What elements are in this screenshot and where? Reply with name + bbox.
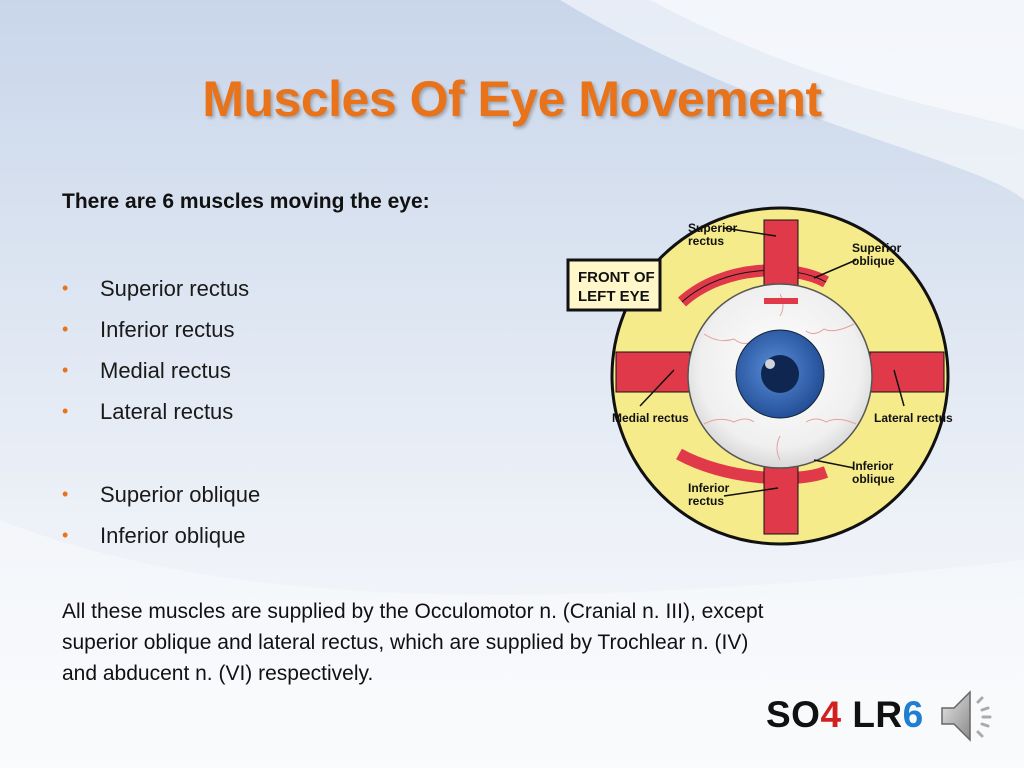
- label-inferior-oblique: Inferior: [852, 459, 894, 473]
- blood-vessels: [703, 293, 857, 461]
- bullet-icon: •: [62, 484, 69, 504]
- intro-text: There are 6 muscles moving the eye:: [62, 190, 430, 213]
- bullet-icon: •: [62, 278, 69, 298]
- bullet-icon: •: [62, 401, 69, 421]
- lateral-rectus-muscle: [869, 351, 945, 393]
- bullet-icon: •: [62, 319, 69, 339]
- list-item: •Inferior rectus: [62, 316, 235, 342]
- bullet-icon: •: [62, 525, 69, 545]
- label-superior-rectus: Superior: [688, 221, 738, 235]
- svg-text:FRONT OF: FRONT OF: [578, 269, 655, 286]
- eye-muscle-diagram: Superior rectus Superior oblique Medial …: [566, 206, 953, 546]
- label-medial-rectus: Medial rectus: [612, 411, 689, 425]
- medial-rectus-muscle: [615, 351, 691, 393]
- svg-text:rectus: rectus: [688, 494, 724, 508]
- bullet-icon: •: [62, 360, 69, 380]
- front-of-left-eye-badge: [566, 258, 662, 312]
- label-superior-oblique: Superior: [852, 241, 902, 255]
- list-item: •Medial rectus: [62, 357, 231, 383]
- svg-text:rectus: rectus: [688, 234, 724, 248]
- list-item: •Superior rectus: [62, 275, 250, 301]
- svg-text:oblique: oblique: [852, 472, 895, 486]
- speaker-icon[interactable]: [938, 684, 1000, 748]
- svg-text:LEFT EYE: LEFT EYE: [578, 288, 650, 305]
- list-item: •Lateral rectus: [62, 398, 234, 424]
- label-inferior-rectus: Inferior: [688, 481, 730, 495]
- nerve-supply-note: All these muscles are supplied by the Oc…: [62, 600, 764, 685]
- list-item: •Superior oblique: [62, 481, 261, 507]
- inferior-oblique-tendon: [676, 448, 829, 485]
- muscle-list: •Superior rectus •Inferior rectus •Media…: [62, 268, 260, 556]
- svg-text:oblique: oblique: [852, 254, 895, 268]
- list-item: •Inferior oblique: [62, 522, 246, 548]
- label-lateral-rectus: Lateral rectus: [874, 411, 953, 425]
- mnemonic-label: SO4 LR6: [766, 694, 924, 735]
- slide-title: Muscles Of Eye Movement: [202, 71, 822, 127]
